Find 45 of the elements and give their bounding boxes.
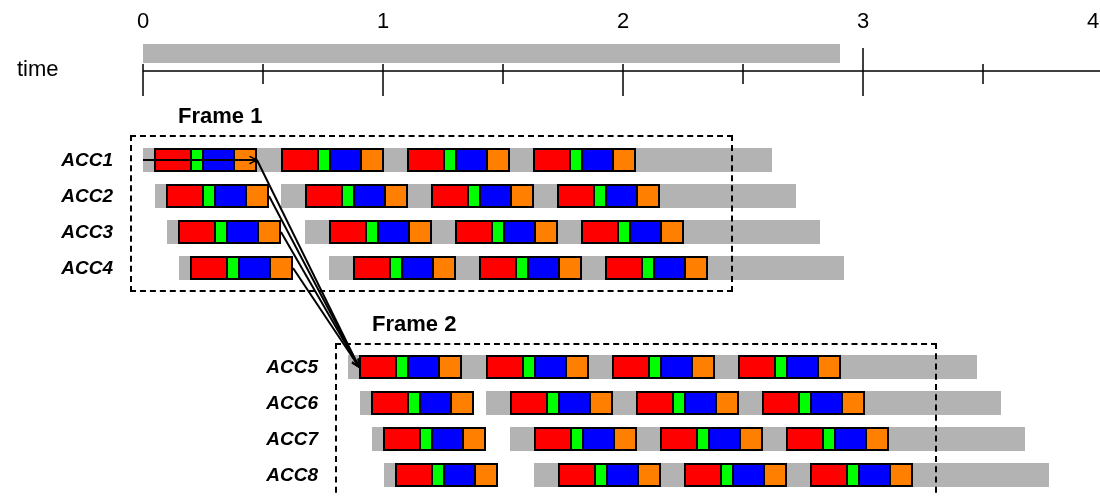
row-label: ACC3 — [60, 221, 113, 243]
task-bar — [510, 391, 613, 415]
task-bar — [407, 148, 510, 172]
task-bar — [660, 427, 763, 451]
row-label: ACC1 — [60, 149, 113, 171]
tick-label: 4 — [1085, 8, 1100, 34]
tick-label: 3 — [855, 8, 871, 34]
task-bar — [534, 427, 637, 451]
frame-title: Frame 2 — [372, 311, 457, 337]
task-bar — [329, 220, 432, 244]
tick-label: 1 — [375, 8, 391, 34]
task-bar — [533, 148, 636, 172]
tick-label: 2 — [615, 8, 631, 34]
task-bar — [636, 391, 739, 415]
task-bar — [455, 220, 558, 244]
row-label: ACC7 — [265, 428, 318, 450]
task-bar — [305, 184, 408, 208]
task-bar — [558, 463, 661, 487]
arrow — [142, 155, 258, 165]
task-bar — [486, 355, 589, 379]
task-bar — [557, 184, 660, 208]
task-bar — [281, 148, 384, 172]
task-bar — [359, 355, 462, 379]
task-bar — [738, 355, 841, 379]
task-bar — [605, 256, 708, 280]
arrow — [292, 267, 360, 368]
row-label: ACC2 — [60, 185, 113, 207]
frame-title: Frame 1 — [178, 103, 263, 129]
task-bar — [431, 184, 534, 208]
row-label: ACC4 — [60, 257, 113, 279]
axis-label: time — [17, 56, 59, 82]
task-bar — [612, 355, 715, 379]
task-bar — [786, 427, 889, 451]
task-bar — [810, 463, 913, 487]
row-label: ACC5 — [265, 356, 318, 378]
task-bar — [479, 256, 582, 280]
task-bar — [762, 391, 865, 415]
arrow — [280, 231, 360, 368]
task-bar — [684, 463, 787, 487]
tick-label: 0 — [135, 8, 151, 34]
row-label: ACC6 — [265, 392, 318, 414]
task-bar — [353, 256, 456, 280]
time-span-bar — [143, 44, 840, 63]
row-label: ACC8 — [265, 464, 318, 486]
task-bar — [581, 220, 684, 244]
